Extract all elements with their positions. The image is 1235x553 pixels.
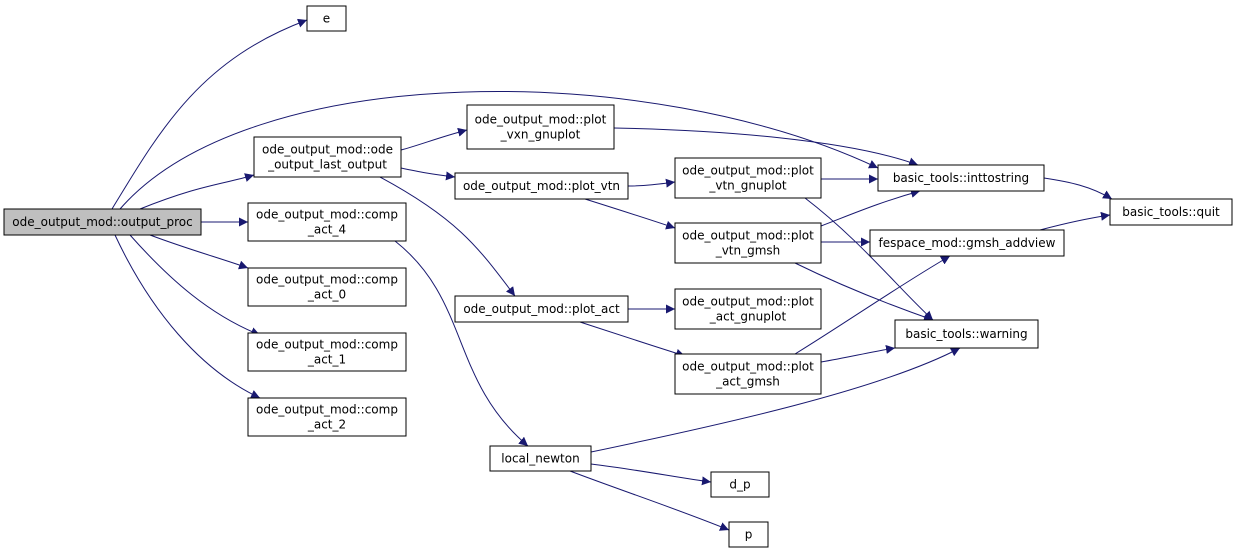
- node-label: _act_gnuplot: [709, 310, 787, 324]
- node-last-output[interactable]: ode_output_mod::ode_output_last_output: [253, 136, 402, 178]
- node-label: ode_output_mod::plot: [682, 164, 814, 178]
- edge-output-proc-to-inttostring: [119, 91, 879, 210]
- node-comp-act-4[interactable]: ode_output_mod::comp_act_4: [247, 202, 407, 242]
- node-label: _act_4: [307, 223, 346, 237]
- node-plot-vtn-gnuplot[interactable]: ode_output_mod::plot_vtn_gnuplot: [674, 157, 822, 199]
- node-label: basic_tools::quit: [1122, 205, 1220, 219]
- edge-plot-act-to-plot-act-gmsh: [579, 321, 686, 358]
- node-label: ode_output_mod::comp: [256, 403, 398, 417]
- edge-comp-act-4-to-local-newton: [394, 240, 529, 447]
- edge-plot-act-gmsh-to-warning: [820, 344, 896, 363]
- node-comp-act-2[interactable]: ode_output_mod::comp_act_2: [247, 397, 407, 437]
- edge-plot-vxn-gnuplot-to-inttostring: [613, 127, 919, 167]
- node-label: ode_output_mod::comp: [256, 338, 398, 352]
- edge-local-newton-to-p: [569, 470, 730, 531]
- node-plot-vxn-gnuplot[interactable]: ode_output_mod::plot_vxn_gnuplot: [466, 104, 615, 150]
- node-output-proc[interactable]: ode_output_mod::output_proc: [3, 208, 202, 236]
- node-label: ode_output_mod::ode: [262, 143, 393, 157]
- node-plot-vtn[interactable]: ode_output_mod::plot_vtn: [454, 172, 629, 200]
- node-label: p: [745, 528, 753, 542]
- node-label: _vtn_gnuplot: [708, 179, 787, 193]
- node-label: _act_gmsh: [715, 375, 780, 389]
- edge-output-proc-to-comp-act-1: [129, 234, 261, 336]
- node-e[interactable]: e: [306, 5, 347, 32]
- edge-local-newton-to-d-p: [590, 463, 712, 486]
- edge-inttostring-to-quit: [1043, 177, 1113, 200]
- node-label: _act_2: [307, 418, 346, 432]
- edge-last-output-to-plot-act: [379, 176, 516, 297]
- node-p[interactable]: p: [728, 521, 769, 548]
- edge-plot-act-gmsh-to-gmsh-addview: [794, 255, 951, 355]
- edge-last-output-to-plot-vxn-gnuplot: [400, 127, 468, 151]
- node-local-newton[interactable]: local_newton: [489, 445, 592, 472]
- edge-last-output-to-plot-vtn: [400, 167, 456, 181]
- node-gmsh-addview[interactable]: fespace_mod::gmsh_addview: [869, 229, 1065, 257]
- node-plot-act-gnuplot[interactable]: ode_output_mod::plot_act_gnuplot: [674, 288, 822, 330]
- node-d-p[interactable]: d_p: [710, 471, 770, 498]
- node-label: ode_output_mod::comp: [256, 208, 398, 222]
- edge-plot-vtn-to-plot-vtn-gnuplot: [627, 178, 676, 188]
- edge-local-newton-to-warning: [590, 347, 961, 453]
- node-label: fespace_mod::gmsh_addview: [879, 236, 1056, 250]
- node-comp-act-0[interactable]: ode_output_mod::comp_act_0: [247, 267, 407, 307]
- node-label: _act_1: [307, 353, 346, 367]
- node-label: ode_output_mod::plot_vtn: [463, 179, 620, 193]
- node-label: local_newton: [501, 452, 579, 466]
- node-quit[interactable]: basic_tools::quit: [1109, 198, 1233, 226]
- node-label: _vtn_gmsh: [715, 244, 781, 258]
- edges-layer: [111, 18, 1113, 531]
- node-plot-act[interactable]: ode_output_mod::plot_act: [454, 295, 629, 323]
- edge-output-proc-to-comp-act-0: [149, 234, 249, 270]
- node-label: _output_last_output: [267, 158, 387, 172]
- edge-output-proc-to-comp-act-2: [114, 234, 261, 399]
- node-label: basic_tools::inttostring: [893, 171, 1029, 185]
- edge-plot-vtn-gmsh-to-warning: [794, 262, 934, 322]
- node-comp-act-1[interactable]: ode_output_mod::comp_act_1: [247, 332, 407, 372]
- node-inttostring[interactable]: basic_tools::inttostring: [877, 164, 1045, 192]
- node-plot-act-gmsh[interactable]: ode_output_mod::plot_act_gmsh: [674, 353, 822, 395]
- edge-gmsh-addview-to-quit: [1039, 211, 1111, 231]
- node-label: ode_output_mod::plot: [682, 295, 814, 309]
- node-label: ode_output_mod::plot_act: [463, 302, 620, 316]
- node-label: basic_tools::warning: [905, 327, 1027, 341]
- node-label: ode_output_mod::plot: [475, 113, 607, 127]
- node-label: d_p: [729, 478, 750, 492]
- node-plot-vtn-gmsh[interactable]: ode_output_mod::plot_vtn_gmsh: [674, 222, 822, 264]
- node-label: e: [323, 12, 330, 26]
- node-label: ode_output_mod::output_proc: [12, 215, 192, 229]
- nodes-layer: ode_output_mod::output_proc eode_output_m…: [3, 5, 1233, 548]
- edge-output-proc-to-e: [111, 18, 308, 210]
- node-label: ode_output_mod::plot: [682, 229, 814, 243]
- edge-output-proc-to-last-output: [139, 173, 255, 210]
- edge-plot-vtn-gmsh-to-inttostring: [820, 189, 921, 227]
- node-label: ode_output_mod::plot: [682, 360, 814, 374]
- edge-plot-vtn-gnuplot-to-warning: [804, 197, 934, 321]
- node-label: ode_output_mod::comp: [256, 273, 398, 287]
- node-label: _act_0: [307, 288, 346, 302]
- edge-plot-vtn-to-plot-vtn-gmsh: [584, 198, 676, 230]
- node-warning[interactable]: basic_tools::warning: [894, 319, 1039, 349]
- node-label: _vxn_gnuplot: [500, 128, 581, 142]
